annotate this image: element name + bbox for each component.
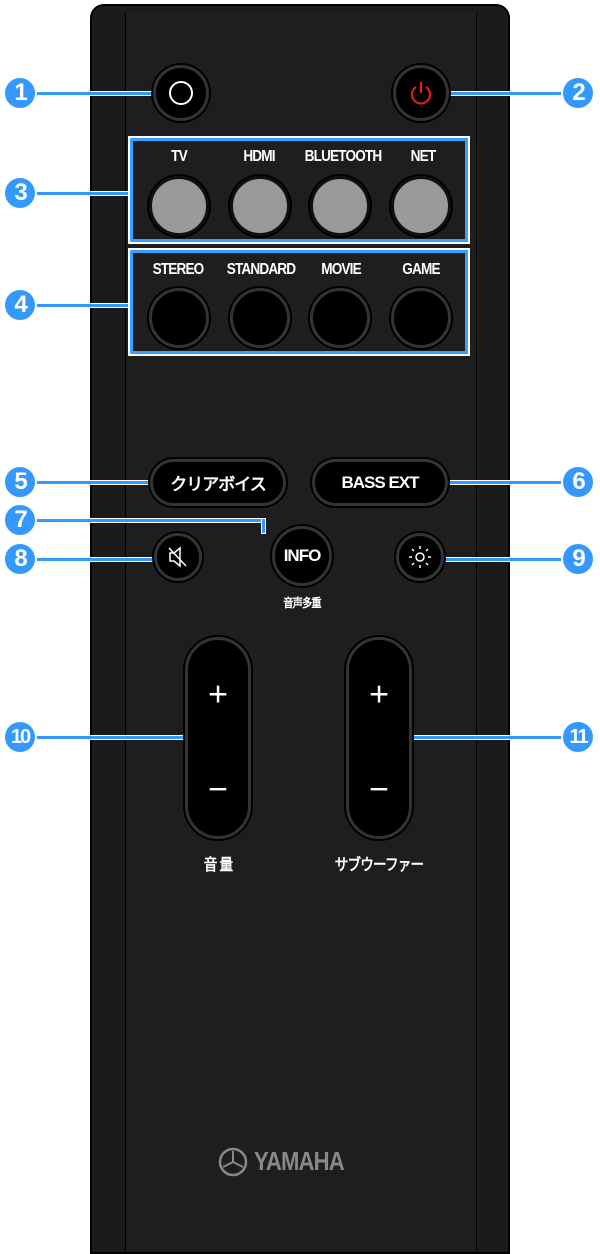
- leader-line: [30, 481, 160, 484]
- leader-line: [30, 736, 205, 739]
- mute-icon: [168, 546, 187, 568]
- input-select-button[interactable]: [153, 65, 209, 121]
- leader-line: [30, 192, 130, 195]
- mute-button[interactable]: [154, 533, 202, 581]
- volume-label: 音 量: [203, 857, 233, 874]
- leader-line: [398, 736, 573, 739]
- leader-line: [30, 92, 160, 95]
- power-button[interactable]: [393, 65, 449, 121]
- stereo-button[interactable]: [149, 288, 209, 348]
- label-stereo: STEREO: [152, 261, 205, 278]
- label-game: GAME: [402, 261, 440, 278]
- tv-button[interactable]: [149, 176, 209, 236]
- callout-9: 9: [561, 542, 595, 576]
- subwoofer-rocker[interactable]: + −: [346, 637, 412, 839]
- game-button[interactable]: [391, 288, 451, 348]
- leader-line: [440, 481, 570, 484]
- callout-3: 3: [3, 176, 37, 210]
- callout-10: 10: [3, 720, 37, 754]
- info-sub-label: 音声多重: [283, 596, 321, 610]
- movie-button[interactable]: [310, 288, 370, 348]
- leader-line: [30, 519, 264, 522]
- info-button[interactable]: INFO: [272, 526, 332, 586]
- brightness-icon: [409, 546, 431, 568]
- volume-up[interactable]: +: [208, 675, 228, 714]
- callout-1: 1: [3, 76, 37, 110]
- label-standard: STANDARD: [226, 261, 296, 278]
- callout-8: 8: [3, 542, 37, 576]
- subwoofer-up[interactable]: +: [369, 675, 389, 714]
- bluetooth-button[interactable]: [310, 176, 370, 236]
- input-label-tv: TV: [171, 148, 188, 165]
- brand-text: YAMAHA: [254, 1146, 345, 1176]
- input-button-group: [128, 136, 470, 244]
- power-icon: [410, 82, 432, 105]
- callout-5: 5: [3, 465, 37, 499]
- callout-4: 4: [3, 288, 37, 322]
- clear-voice-button[interactable]: クリアボイス: [150, 459, 286, 506]
- subwoofer-down[interactable]: −: [369, 770, 389, 809]
- leader-line: [436, 558, 571, 561]
- volume-down[interactable]: −: [208, 770, 228, 809]
- yamaha-logo: YAMAHA: [218, 1146, 360, 1177]
- callout-6: 6: [561, 465, 595, 499]
- net-button[interactable]: [391, 176, 451, 236]
- leader-line: [444, 92, 574, 95]
- input-label-net: NET: [410, 148, 436, 165]
- callout-2: 2: [561, 76, 595, 110]
- standard-button[interactable]: [230, 288, 290, 348]
- input-label-bluetooth: BLUETOOTH: [304, 148, 383, 165]
- tuning-fork-logo-icon: [218, 1147, 248, 1176]
- volume-rocker[interactable]: + −: [185, 637, 251, 839]
- callout-7: 7: [3, 503, 37, 537]
- leader-line: [30, 558, 160, 561]
- callout-11: 11: [561, 720, 595, 754]
- dimmer-button[interactable]: [396, 533, 444, 581]
- sound-mode-group: [128, 248, 470, 356]
- leader-line: [30, 304, 130, 307]
- circle-icon: [169, 81, 193, 105]
- input-label-hdmi: HDMI: [243, 148, 275, 165]
- subwoofer-label: サブウーファー: [334, 857, 424, 874]
- hdmi-button[interactable]: [230, 176, 290, 236]
- bass-ext-button[interactable]: BASS EXT: [312, 459, 448, 506]
- leader-line: [262, 519, 265, 533]
- label-movie: MOVIE: [321, 261, 361, 278]
